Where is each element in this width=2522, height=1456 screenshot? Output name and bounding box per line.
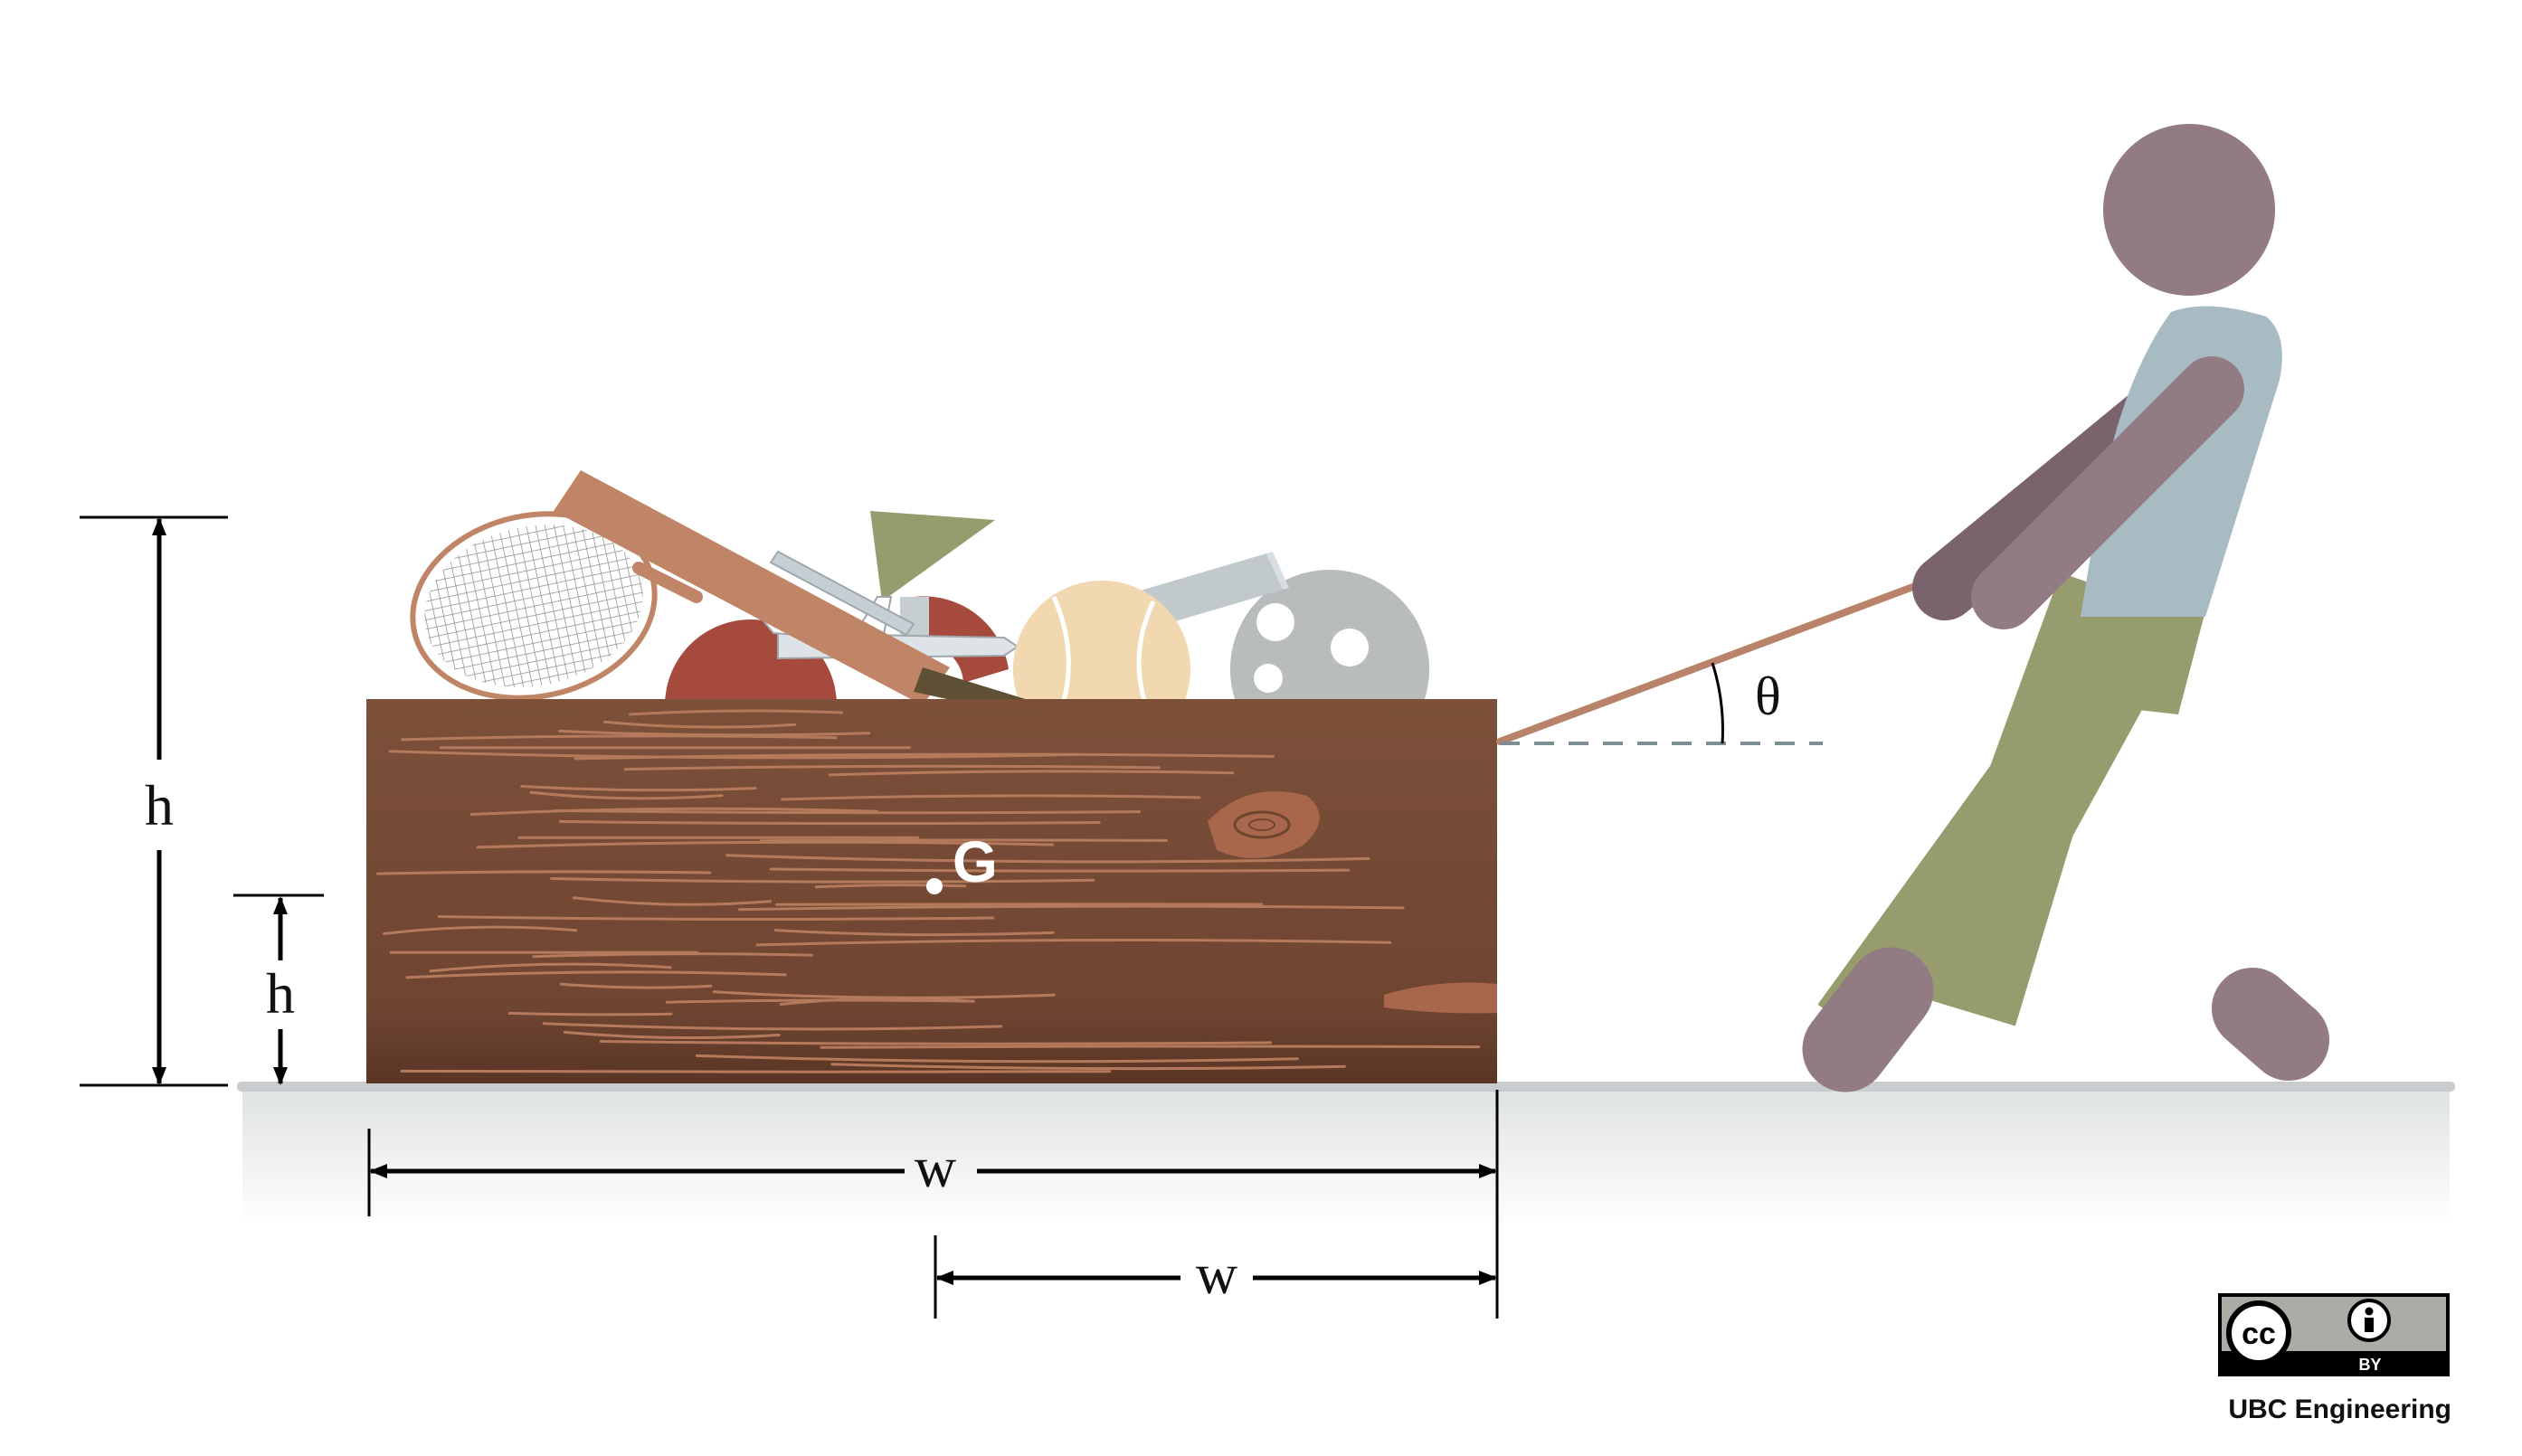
wood-grain-line <box>820 1045 1481 1049</box>
wood-grain-line <box>602 720 797 729</box>
person-front-arm <box>1971 356 2244 629</box>
wood-grain-line <box>829 770 1235 777</box>
cc-by-license-badge: cc BY <box>2218 1293 2450 1376</box>
wood-grain-line <box>781 794 1201 801</box>
wood-grain-line <box>476 840 1055 849</box>
cg-offset-label: w <box>1196 1242 1237 1306</box>
wood-grain-line <box>599 1040 1272 1045</box>
wood-grain-line <box>779 997 975 1006</box>
wood-grain-line <box>755 939 1392 947</box>
wood-grain-line <box>769 867 1351 873</box>
person-head <box>2103 124 2275 296</box>
cg-height-label: h <box>266 961 295 1026</box>
dimension-total-height: h <box>80 515 228 1087</box>
person-back-shoe <box>1802 947 1934 1092</box>
total-height-label: h <box>145 773 174 837</box>
angle-label: θ <box>1755 667 1781 726</box>
cc-badge-text: cc <box>2242 1317 2276 1351</box>
wood-grain-line <box>400 1069 1112 1073</box>
person-pants-waist <box>2058 588 2207 714</box>
wood-grain-line <box>623 764 1161 771</box>
wood-grain-line <box>429 962 672 973</box>
wood-grain-line <box>574 752 1275 761</box>
wood-grain-line <box>520 785 757 792</box>
wood-grain-line <box>401 734 838 742</box>
tennis-racket <box>410 511 703 701</box>
dimension-total-width: w <box>367 1090 1499 1319</box>
by-badge-text: BY <box>2358 1356 2381 1374</box>
dimension-cg-offset: w <box>934 1235 1497 1319</box>
angle-arc <box>1711 662 1724 744</box>
wood-grain-line <box>773 929 1055 937</box>
wood-grain-line <box>437 915 995 921</box>
attribution-person-icon <box>2347 1299 2391 1342</box>
center-of-gravity-label: G <box>953 829 998 894</box>
wood-grain-line <box>388 750 1080 760</box>
wood-knot-side <box>1384 982 1497 1014</box>
total-width-label: w <box>915 1135 956 1199</box>
credit-text: UBC Engineering <box>2228 1395 2451 1424</box>
wood-grain-line <box>629 709 843 716</box>
wood-grain-line <box>738 904 1405 912</box>
pennant-flag <box>870 511 995 601</box>
creative-commons-icon: cc <box>2226 1300 2291 1366</box>
wood-grain-line <box>382 925 578 935</box>
wood-grain-line <box>532 952 813 959</box>
wood-grain-line <box>405 970 787 979</box>
wood-grain <box>376 709 1481 1073</box>
wood-grain-line <box>558 819 1101 826</box>
wood-grain-line <box>814 884 967 889</box>
wood-grain-line <box>376 870 712 875</box>
wood-grain-line <box>563 1030 781 1039</box>
wood-grain-line <box>529 790 724 800</box>
wood-knot <box>1208 790 1320 858</box>
center-of-gravity: G <box>926 829 998 894</box>
wood-grain-line <box>542 1022 1003 1031</box>
wood-grain-line <box>572 896 773 906</box>
dimension-cg-height: h <box>233 893 324 1085</box>
person-pulling <box>1802 124 2329 1092</box>
wood-grain-line <box>469 807 879 816</box>
wood-grain-line <box>554 808 1142 815</box>
person-front-shoe <box>2212 968 2329 1081</box>
wood-grain-line <box>507 1011 673 1016</box>
wood-grain-line <box>560 982 713 989</box>
wood-grain-line <box>695 1054 1299 1064</box>
ground <box>237 1082 2455 1225</box>
pull-rope <box>1496 568 1958 745</box>
wood-grain-line <box>550 877 1095 884</box>
wood-grain-line <box>759 838 1168 843</box>
wood-grain-line <box>725 854 1370 864</box>
wood-grain-line <box>830 1063 1346 1071</box>
